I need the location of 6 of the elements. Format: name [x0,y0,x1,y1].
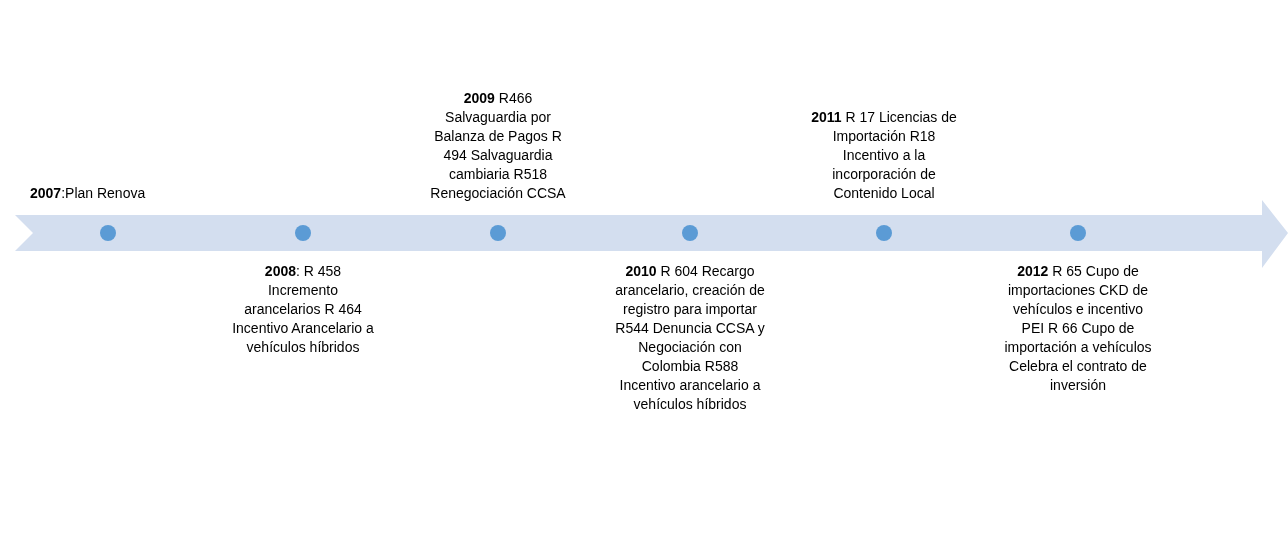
timeline-event-text: 2009 R466 Salvaguardia por Balanza de Pagos R 494 Salvaguardia cambiaria R518 Renegociación CCSA [429,89,567,203]
timeline-event-text: 2011 R 17 Licencias de Importación R18 Incentivo a la incorporación de Contenido Local [810,108,958,203]
timeline-event-text: 2010 R 604 Recargo arancelario, creación de registro para importar R544 Denuncia CCSA y Negociación con Colombia R588 Incentivo arancelario a vehículos híbridos [615,262,765,414]
timeline-event-text: 2008: R 458 Incremento arancelarios R 464 Incentivo Arancelario a vehículos híbridos [231,262,375,357]
timeline-event-text: 2012 R 65 Cupo de importaciones CKD de vehículos e incentivo PEI R 66 Cupo de importación a vehículos Celebra el contrato de inversión [1003,262,1153,395]
timeline-event-text: 2007:Plan Renova [30,184,147,203]
